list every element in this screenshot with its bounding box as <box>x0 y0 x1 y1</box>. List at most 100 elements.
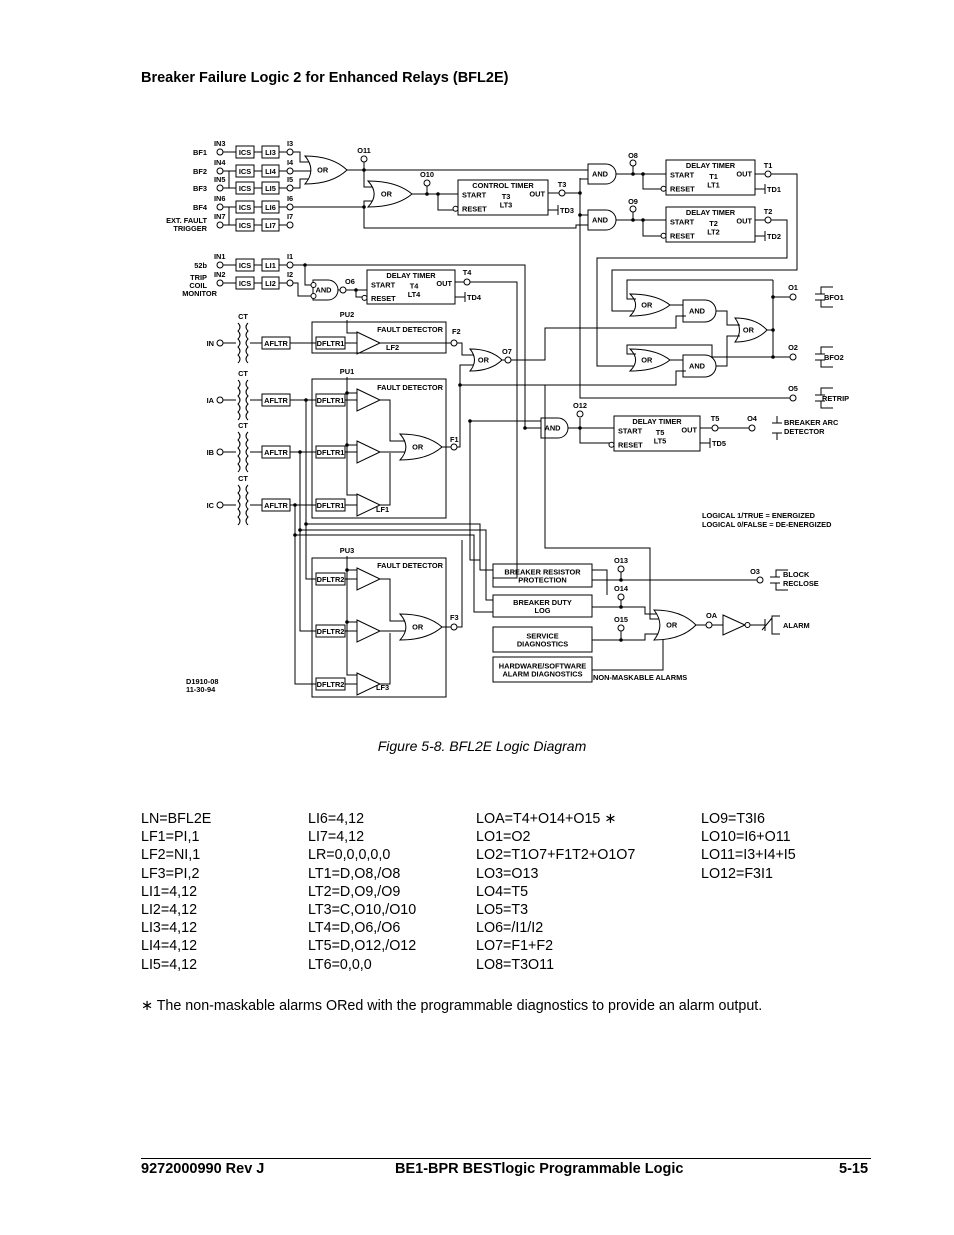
ct-coil-icon <box>245 322 249 364</box>
input-label: TRIGGER <box>173 224 207 233</box>
wire <box>380 578 405 622</box>
timer-logic-name: LT2 <box>707 228 720 237</box>
wire <box>380 399 405 442</box>
and-gate-label: AND <box>689 307 706 316</box>
wire <box>544 385 659 620</box>
connection-point-icon <box>705 621 713 629</box>
timer-logic-name: LT1 <box>707 181 720 190</box>
diagram-label: LF2 <box>386 343 399 352</box>
wire <box>363 170 374 188</box>
dfltr2-label: DFLTR2 <box>317 575 345 584</box>
setting-entry: LT6=0,0,0 <box>308 956 372 973</box>
output-label: BFO2 <box>824 353 844 362</box>
setting-entry: LO1=O2 <box>476 829 531 846</box>
afltr-label: AFLTR <box>264 501 288 510</box>
timer-output-label: T5 <box>711 414 720 423</box>
footer-page-number: 5-15 <box>839 1161 869 1177</box>
connection-point-icon <box>339 286 347 294</box>
comparator-icon <box>356 672 382 696</box>
connection-point-icon <box>764 216 772 224</box>
diagram-label: LF3 <box>376 683 389 692</box>
wire <box>596 219 788 367</box>
footnote: ∗ The non-maskable alarms ORed with the … <box>141 998 763 1014</box>
comparator-icon <box>356 388 382 412</box>
wire <box>592 606 659 615</box>
timer-td-label: TD5 <box>712 439 726 448</box>
ct-coil-icon <box>237 322 241 364</box>
ics-label: ICS <box>239 203 251 212</box>
or-gate-label: OR <box>641 301 653 310</box>
timer-logic-name: LT4 <box>408 290 421 299</box>
and-gate-o6 <box>312 279 339 301</box>
input-number: IN5 <box>214 175 226 184</box>
wire <box>293 178 312 189</box>
or-gate-o10 <box>366 180 413 208</box>
wire <box>228 207 236 226</box>
connection-point-icon <box>764 170 772 178</box>
ct-coil-icon <box>237 484 241 526</box>
connection-point-icon <box>360 155 368 163</box>
wire <box>579 178 790 399</box>
diagram-label: O14 <box>614 584 629 593</box>
output-label: DETECTOR <box>784 427 825 436</box>
input-label: 52b <box>194 261 207 270</box>
wire <box>469 421 480 561</box>
or-gate-label: OR <box>743 326 755 335</box>
wire <box>305 524 316 580</box>
input-number: IN2 <box>214 270 226 279</box>
fault-detector-lf2 <box>311 321 447 354</box>
input-label: EXT. FAULT <box>166 216 207 225</box>
timer-reset-label: RESET <box>618 441 643 450</box>
timer-td-label: TD4 <box>467 293 482 302</box>
connection-point-icon <box>423 179 431 187</box>
setting-entry: LO9=T3I6 <box>701 811 765 827</box>
afltr-label: AFLTR <box>264 339 288 348</box>
input-terminal-icon <box>216 167 224 175</box>
comparator-icon <box>356 619 382 643</box>
connection-point-icon <box>617 565 625 573</box>
inverter-bubble-icon <box>660 232 667 239</box>
input-label: BF3 <box>193 184 207 193</box>
timer-reset-label: RESET <box>670 185 695 194</box>
input-number: IN7 <box>214 212 226 221</box>
diagram-label: O4 <box>747 414 758 423</box>
logic-input-label: LI3 <box>265 148 276 157</box>
connection-point-icon <box>629 159 637 167</box>
timer-reset-label: RESET <box>462 205 487 214</box>
wire <box>761 617 773 631</box>
output-label: RECLOSE <box>783 579 819 588</box>
ct-label: CT <box>238 474 248 483</box>
diagram-label: O12 <box>573 401 587 410</box>
setting-entry: LO7=F1+F2 <box>476 938 554 955</box>
setting-entry: LI6=4,12 <box>308 811 365 827</box>
junction-dot <box>771 295 775 299</box>
ct-label: CT <box>238 369 248 378</box>
input-number: IN4 <box>214 158 226 167</box>
or-gate-f3 <box>398 613 443 641</box>
wire <box>611 173 798 312</box>
and-gate-label: AND <box>592 170 609 179</box>
comparator-icon <box>356 331 382 355</box>
connection-point-icon <box>576 410 584 418</box>
ct-label: CT <box>238 312 248 321</box>
setting-entry: LR=0,0,0,0,0 <box>308 847 391 864</box>
wire <box>642 220 663 237</box>
footer-divider <box>141 1158 871 1159</box>
drawing-id: 11-30-94 <box>186 685 216 694</box>
timer-t1-box <box>665 159 756 196</box>
diagram-label: F1 <box>450 435 459 444</box>
comparator-icon <box>356 440 382 464</box>
ct-coil-icon <box>245 484 249 526</box>
timer-out-label: OUT <box>681 425 697 434</box>
diagram-label: O13 <box>614 556 628 565</box>
wire <box>380 453 391 506</box>
or-gate-label: OR <box>381 190 393 199</box>
wire <box>592 638 664 671</box>
connection-point-icon <box>617 593 625 601</box>
wire <box>346 377 357 496</box>
diagram-label: O10 <box>420 170 434 179</box>
input-label: COIL <box>189 281 207 290</box>
